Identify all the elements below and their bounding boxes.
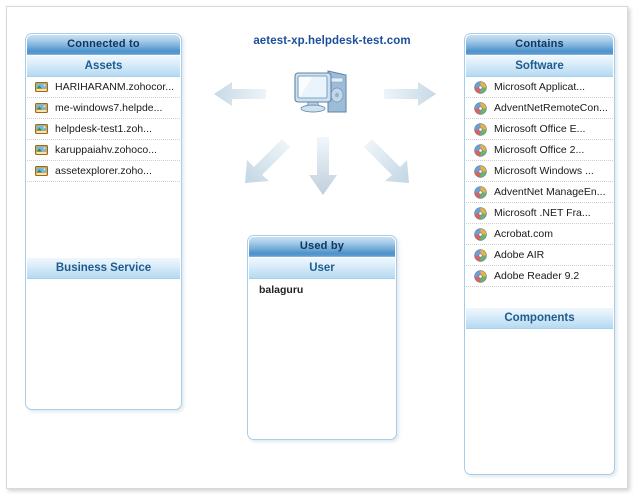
section-body-user: balaguru [249, 279, 395, 438]
list-item[interactable]: AdventNet ManageEn... [466, 182, 613, 203]
software-cd-icon [474, 206, 487, 220]
list-item[interactable]: Microsoft Office E... [466, 119, 613, 140]
panel-title-used-by: Used by [249, 237, 395, 257]
asset-monitor-icon [35, 81, 48, 94]
section-header-assets: Assets [27, 55, 180, 77]
diagram-canvas: Connected to Assets HARIHARANM.zohoc [6, 6, 628, 489]
software-cd-icon [474, 185, 487, 199]
section-body-assets: HARIHARANM.zohocor... me-windows7.helpde… [27, 77, 180, 257]
asset-monitor-icon [35, 102, 48, 115]
asset-monitor-icon [35, 144, 48, 157]
panel-contains: Contains Software Microsoft [464, 33, 615, 475]
panel-used-by: Used by User balaguru [247, 235, 397, 440]
list-item-label: Microsoft Office E... [494, 123, 586, 135]
arrow-right [382, 79, 438, 114]
list-item-label: Microsoft .NET Fra... [494, 207, 591, 219]
list-item[interactable]: Adobe AIR [466, 245, 613, 266]
software-cd-icon [474, 80, 487, 94]
list-item[interactable]: Microsoft Applicat... [466, 77, 613, 98]
list-item-label: AdventNetRemoteCon... [494, 102, 608, 114]
list-item-label: HARIHARANM.zohocor... [55, 81, 175, 93]
list-item[interactable]: HARIHARANM.zohocor... [27, 77, 180, 98]
list-item-label: balaguru [259, 284, 304, 296]
list-item-label: Adobe AIR [494, 249, 545, 261]
asset-monitor-icon [35, 123, 48, 136]
section-header-components: Components [466, 307, 613, 329]
list-item[interactable]: helpdesk-test1.zoh... [27, 119, 180, 140]
list-item[interactable]: Microsoft Windows ... [466, 161, 613, 182]
software-cd-icon [474, 164, 487, 178]
list-item[interactable]: me-windows7.helpde... [27, 98, 180, 119]
arrow-down [307, 135, 339, 202]
list-item-label: me-windows7.helpde... [55, 102, 163, 114]
section-header-user: User [249, 257, 395, 279]
software-cd-icon [474, 143, 487, 157]
list-item-label: Acrobat.com [494, 228, 553, 240]
software-cd-icon [474, 248, 487, 262]
panel-title-contains: Contains [466, 35, 613, 55]
panel-title-connected-to: Connected to [27, 35, 180, 55]
software-cd-icon [474, 122, 487, 136]
list-item-label: Microsoft Windows ... [494, 165, 594, 177]
list-item-label: helpdesk-test1.zoh... [55, 123, 152, 135]
section-body-components [466, 329, 613, 473]
software-cd-icon [474, 227, 487, 241]
list-item[interactable]: Microsoft .NET Fra... [466, 203, 613, 224]
list-item[interactable]: Adobe Reader 9.2 [466, 266, 613, 287]
list-item-label: assetexplorer.zoho... [55, 165, 152, 177]
list-item[interactable]: Microsoft Office 2... [466, 140, 613, 161]
arrow-left [212, 79, 268, 114]
list-item-label: Microsoft Applicat... [494, 81, 586, 93]
section-body-business-service [27, 279, 180, 408]
section-body-software: Microsoft Applicat... AdventNetRe [466, 77, 613, 307]
list-item-label: karuppaiahv.zohoco... [55, 144, 157, 156]
device-hostname-link[interactable]: aetest-xp.helpdesk-test.com [253, 35, 411, 47]
list-item-label: Adobe Reader 9.2 [494, 270, 580, 282]
list-item[interactable]: balaguru [249, 279, 395, 301]
list-item-label: Microsoft Office 2... [494, 144, 585, 156]
panel-connected-to: Connected to Assets HARIHARANM.zohoc [25, 33, 182, 410]
asset-monitor-icon [35, 165, 48, 178]
section-header-business-service: Business Service [27, 257, 180, 279]
list-item[interactable]: assetexplorer.zoho... [27, 161, 180, 182]
computer-icon [292, 65, 354, 121]
list-item[interactable]: karuppaiahv.zohoco... [27, 140, 180, 161]
list-item-label: AdventNet ManageEn... [494, 186, 606, 198]
section-header-software: Software [466, 55, 613, 77]
arrow-down-right [357, 135, 413, 192]
software-cd-icon [474, 269, 487, 283]
list-item[interactable]: Acrobat.com [466, 224, 613, 245]
arrow-down-left [242, 135, 298, 192]
list-item[interactable]: AdventNetRemoteCon... [466, 98, 613, 119]
software-cd-icon [474, 101, 487, 115]
